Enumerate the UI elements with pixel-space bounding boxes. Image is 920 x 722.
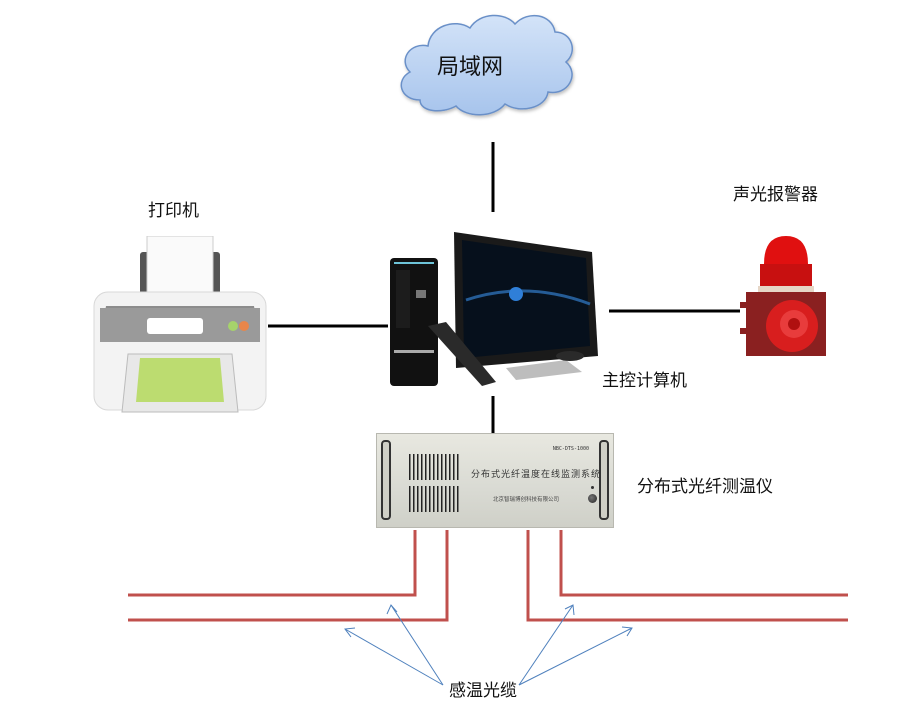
fiber-cable-3 xyxy=(526,530,848,622)
vent-grille-bottom xyxy=(409,486,459,512)
dts-label: 分布式光纤测温仪 xyxy=(637,477,773,497)
desktop-computer-icon xyxy=(390,232,598,386)
rack-handle-left xyxy=(381,440,391,520)
arrow-2-head xyxy=(386,604,398,615)
lan-cloud xyxy=(400,14,574,116)
arrow-3-head xyxy=(564,604,575,616)
cloud-shape xyxy=(400,14,574,116)
cable-label: 感温光缆 xyxy=(449,681,517,701)
arrow-2 xyxy=(390,604,444,686)
printer-icon xyxy=(93,236,267,413)
alarm-label: 声光报警器 xyxy=(733,185,818,205)
power-knob xyxy=(588,494,597,503)
fiber-cable-1 xyxy=(128,530,417,597)
rack-handle-right xyxy=(599,440,609,520)
fiber-cable-2 xyxy=(128,530,449,622)
computer-label: 主控计算机 xyxy=(602,371,687,391)
arrow-4 xyxy=(518,627,633,686)
power-led xyxy=(591,486,594,489)
fiber-cable-4 xyxy=(559,530,848,597)
arrow-3 xyxy=(518,604,574,686)
device-model: NBC-DTS-1000 xyxy=(552,446,589,452)
arrow-4-head xyxy=(621,626,633,637)
dts-rack-device: NBC-DTS-1000 分布式光纤温度在线监测系统 北京智瑞博创科技有限公司 xyxy=(376,433,614,528)
arrow-1-head xyxy=(344,627,356,638)
device-panel-title: 分布式光纤温度在线监测系统 xyxy=(471,470,602,480)
cable-annotation-arrows xyxy=(344,604,633,686)
fiber-cables xyxy=(128,530,848,622)
vent-grille-top xyxy=(409,454,459,480)
arrow-1 xyxy=(344,628,444,686)
printer-label: 打印机 xyxy=(148,201,199,221)
device-company: 北京智瑞博创科技有限公司 xyxy=(493,497,560,503)
siren-alarm-icon xyxy=(740,236,826,356)
lan-label: 局域网 xyxy=(437,55,504,80)
